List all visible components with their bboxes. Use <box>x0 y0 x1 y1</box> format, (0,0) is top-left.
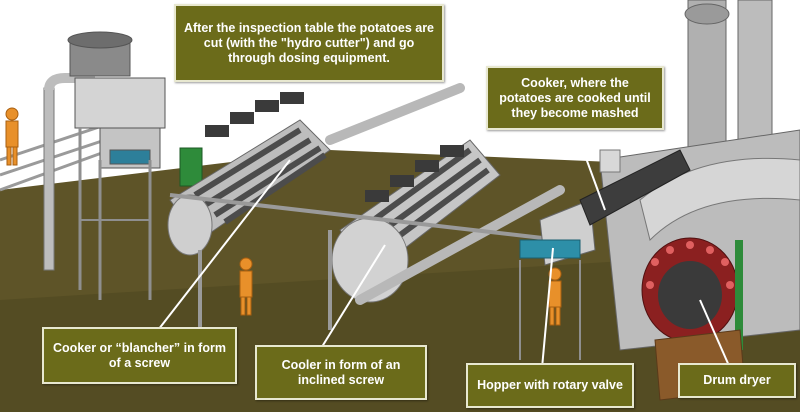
hydro-cutter-tower <box>67 31 166 300</box>
callout-cooker-mashed-text: Cooker, where the potatoes are cooked un… <box>499 75 651 120</box>
callout-blancher: Cooker or “blancher” in form of a screw <box>42 327 237 384</box>
callout-blancher-text: Cooker or “blancher” in form of a screw <box>53 340 226 370</box>
inclined-pipes <box>325 83 565 305</box>
worker-figure <box>239 257 253 316</box>
frame-beams <box>169 193 561 330</box>
pointer-drum-dryer <box>699 299 731 369</box>
callout-cooler-text: Cooler in form of an inclined screw <box>281 357 401 387</box>
callout-hydro-cutter: After the inspection table the potatoes … <box>174 4 444 82</box>
pointer-hopper <box>541 247 554 369</box>
callout-hopper-text: Hopper with rotary valve <box>477 378 623 392</box>
callout-pointers <box>147 37 731 369</box>
callout-drum-dryer: Drum dryer <box>678 363 796 398</box>
callout-cooler: Cooler in form of an inclined screw <box>255 345 427 400</box>
callout-hopper: Hopper with rotary valve <box>466 363 634 408</box>
callout-hydro-cutter-text: After the inspection table the potatoes … <box>183 20 435 65</box>
pointer-hydro-cutter <box>147 37 179 46</box>
callout-cooker-mashed: Cooker, where the potatoes are cooked un… <box>486 66 664 130</box>
cooker-conveyor <box>579 149 691 226</box>
callout-drum-dryer-text: Drum dryer <box>703 373 771 387</box>
dosing-module <box>179 147 203 187</box>
pointer-cooker <box>574 127 606 211</box>
pointer-blancher <box>154 159 291 335</box>
vertical-pipe <box>43 73 95 271</box>
worker-figure <box>5 107 19 166</box>
worker-figure <box>548 267 562 326</box>
pointer-cooler <box>319 244 386 351</box>
blancher-screw <box>167 92 331 256</box>
